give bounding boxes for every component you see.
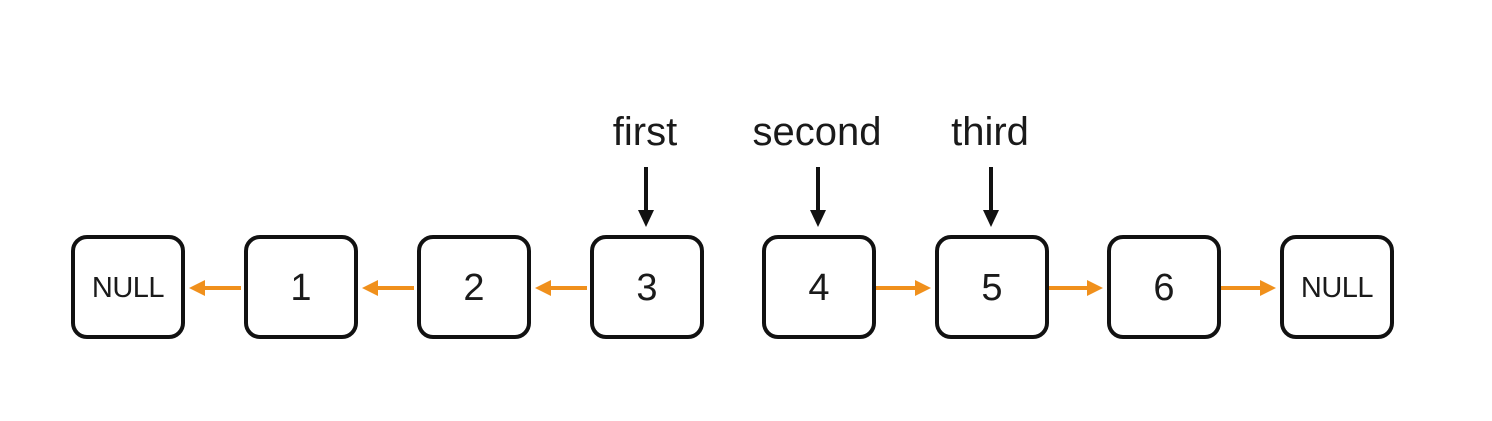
back-link-arrow: [362, 280, 414, 296]
pointer-arrowhead: [810, 210, 826, 227]
node-label: 3: [636, 267, 657, 309]
link-arrowhead: [362, 280, 378, 296]
link-arrowhead: [189, 280, 205, 296]
list-node-1: 1: [244, 235, 358, 339]
pointer-first: first: [613, 110, 677, 227]
pointer-label: second: [753, 110, 882, 154]
pointers-layer: first second third: [613, 110, 1029, 227]
list-node-6: 6: [1107, 235, 1221, 339]
link-arrowhead: [1260, 280, 1276, 296]
list-node-4: 4: [762, 235, 876, 339]
node-label: 2: [463, 267, 484, 309]
null-node: NULL: [71, 235, 185, 339]
node-box: [71, 235, 185, 339]
node-label: NULL: [92, 272, 165, 304]
node-label: 4: [808, 267, 829, 309]
pointer-third: third: [951, 110, 1029, 227]
list-node-3: 3: [590, 235, 704, 339]
node-box: [244, 235, 358, 339]
node-box: [1107, 235, 1221, 339]
pointer-arrowhead: [638, 210, 654, 227]
node-box: [1280, 235, 1394, 339]
null-node: NULL: [1280, 235, 1394, 339]
pointer-arrowhead: [983, 210, 999, 227]
links-layer: [189, 280, 1276, 296]
next-link-arrow: [1049, 280, 1103, 296]
node-box: [417, 235, 531, 339]
back-link-arrow: [535, 280, 587, 296]
node-box: [762, 235, 876, 339]
next-link-arrow: [876, 280, 931, 296]
pointer-label: first: [613, 110, 677, 154]
pointer-label: third: [951, 110, 1029, 154]
node-box: [935, 235, 1049, 339]
node-label: NULL: [1301, 272, 1374, 304]
node-label: 5: [981, 267, 1002, 309]
node-label: 6: [1153, 267, 1174, 309]
nodes-layer: NULL 1 2 3 4 5 6 NULL: [71, 235, 1394, 339]
next-link-arrow: [1221, 280, 1276, 296]
list-node-5: 5: [935, 235, 1049, 339]
link-arrowhead: [535, 280, 551, 296]
node-box: [590, 235, 704, 339]
link-arrowhead: [1087, 280, 1103, 296]
pointer-second: second: [753, 110, 882, 227]
link-arrowhead: [915, 280, 931, 296]
back-link-arrow: [189, 280, 241, 296]
node-label: 1: [290, 267, 311, 309]
list-node-2: 2: [417, 235, 531, 339]
